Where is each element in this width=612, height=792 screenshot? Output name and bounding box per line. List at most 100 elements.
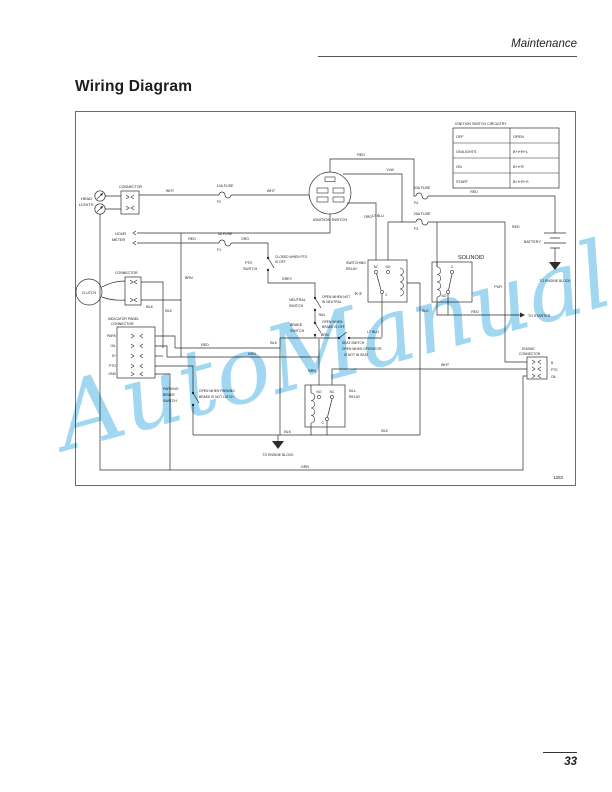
wire-label: LT BLU — [372, 214, 384, 218]
wire-label: RED — [357, 153, 365, 157]
label-relay_c: C — [385, 293, 388, 297]
wire-label: RED — [471, 310, 479, 314]
label-to_engine_block_right: TO ENGINE BLOCK — [539, 279, 571, 283]
wire-label: RED — [201, 343, 209, 347]
label-relay_no: NO — [386, 265, 391, 269]
wire-label: RED — [512, 225, 520, 229]
page-title: Wiring Diagram — [75, 78, 193, 95]
label-2: SWITCH — [163, 399, 177, 403]
indicator-pin-label: GND — [108, 372, 116, 376]
label-solenoid_c: C — [451, 265, 454, 269]
label-connector_mid: CONNECTOR — [115, 271, 138, 275]
switching-relay-symbol — [367, 259, 408, 303]
wire-label: LT BLU — [367, 330, 379, 334]
wire-label: BLK — [146, 305, 153, 309]
wire-label: YLW — [386, 168, 394, 172]
connector-pins — [125, 194, 542, 379]
wire-label: BLK — [381, 429, 388, 433]
label-kill_nc: NC — [330, 390, 335, 394]
wire-label: BRN — [185, 276, 193, 280]
label-1: SWITCH — [289, 304, 304, 308]
engine-pin-label: B — [551, 361, 553, 365]
ignition-table — [452, 127, 560, 189]
label-0: INDICATOR PANEL — [108, 317, 139, 321]
label-0: PARKING — [163, 387, 179, 391]
diagram-labels: HEADLIGHTSCONNECTORHOURMETERCLUTCHCONNEC… — [79, 122, 571, 480]
label-clutch: CLUTCH — [82, 291, 97, 295]
header-rule — [318, 56, 577, 57]
wire-label: WHT — [267, 189, 276, 193]
fuse-symbols — [218, 191, 429, 247]
label-0: 20A FUSE — [414, 186, 431, 190]
label-ignition_switch: IGNITION SWITCH — [313, 217, 348, 222]
indicator-pin-label: PTO — [109, 364, 116, 368]
table-cell-circuit: B+I+R+S — [513, 180, 529, 184]
label-1: F2 — [217, 200, 221, 204]
label-solenoid: SOLINOID — [458, 255, 484, 261]
label-0: HOUR — [115, 232, 126, 236]
clutch-symbol — [75, 278, 103, 306]
label-1: BRAKE — [163, 393, 176, 397]
table-cell-position: ON — [456, 165, 462, 169]
label-0: BRAKE — [290, 323, 303, 327]
wire-label: BLK — [270, 341, 277, 345]
table-cell-circuit: OPEN — [513, 135, 524, 139]
table-cell-position: START — [456, 180, 469, 184]
label-battery: BATTERY — [524, 240, 542, 244]
wire-label: WHT — [166, 189, 175, 193]
label-1: OPEN WHEN OPERATOR — [342, 347, 382, 351]
label-0: HEAD — [81, 196, 92, 201]
table-cell-position: OFF — [456, 135, 464, 139]
label-1: IS OFF — [275, 260, 286, 264]
label-relay_nc: NC — [374, 265, 379, 269]
label-figure_number: 1253 — [553, 475, 563, 480]
ground-symbols — [272, 262, 561, 449]
label-0: OPEN WHEN — [322, 320, 343, 324]
wire-label: PUR — [494, 285, 502, 289]
wire-label: BLK — [422, 309, 429, 313]
wire-label: BRN — [248, 352, 256, 356]
wire-label: BLK — [284, 430, 291, 434]
label-0: NEUTRAL — [289, 298, 306, 302]
label-kill_c: C — [321, 421, 324, 425]
label-connector_top: CONNECTOR — [119, 185, 142, 189]
section-header: Maintenance — [511, 38, 577, 50]
wires — [99, 158, 556, 471]
connector-boxes — [116, 190, 548, 380]
table-cell-circuit: B+I+R — [513, 165, 524, 169]
page-number: 33 — [564, 756, 577, 768]
label-1: F4 — [414, 201, 418, 205]
table-cell-position: ON/LIGHTS — [456, 150, 477, 154]
label-0: SEAT SWITCH — [342, 341, 365, 345]
label-1: RELAY — [346, 267, 358, 271]
label-1: CONNECTOR — [111, 322, 134, 326]
label-2: IS NOT IN SEAT — [344, 353, 368, 357]
label-0: PTO — [245, 261, 253, 265]
label-title: IGNITION SWITCH CIRCUITRY — [455, 122, 507, 126]
indicator-pin-label: PARK — [107, 334, 117, 338]
kill-relay-symbol — [304, 384, 346, 428]
wiring-diagram-figure: HEADLIGHTSCONNECTORHOURMETERCLUTCHCONNEC… — [75, 111, 576, 486]
label-0: OPEN WHEN PARKING — [199, 389, 235, 393]
label-0: SWITCHING — [346, 261, 366, 265]
label-1: SWITCH — [243, 267, 258, 271]
label-0: ENGINE — [522, 347, 535, 351]
label-0: KILL — [349, 389, 356, 393]
label-0: 25A FUSE — [414, 212, 431, 216]
diagram-frame — [75, 111, 576, 486]
label-1: BRAKE IS OFF — [322, 325, 345, 329]
switch-symbols — [191, 256, 351, 407]
label-1: SWITCH — [290, 329, 305, 333]
label-1: F3 — [414, 227, 418, 231]
ignition-switch-symbol — [308, 171, 352, 215]
wire-label: BLK — [165, 309, 172, 313]
label-0: CLOSED WHEN PTO — [275, 255, 308, 259]
wire-label: TAN — [318, 313, 325, 317]
battery-symbol — [544, 232, 566, 249]
indicator-pin-label: OIL — [111, 344, 117, 348]
label-1: CONNECTOR — [519, 352, 541, 356]
wire-label: GRN — [301, 465, 309, 469]
wire-label: ORG — [241, 237, 249, 241]
label-0: OPEN WHEN NOT — [322, 295, 350, 299]
